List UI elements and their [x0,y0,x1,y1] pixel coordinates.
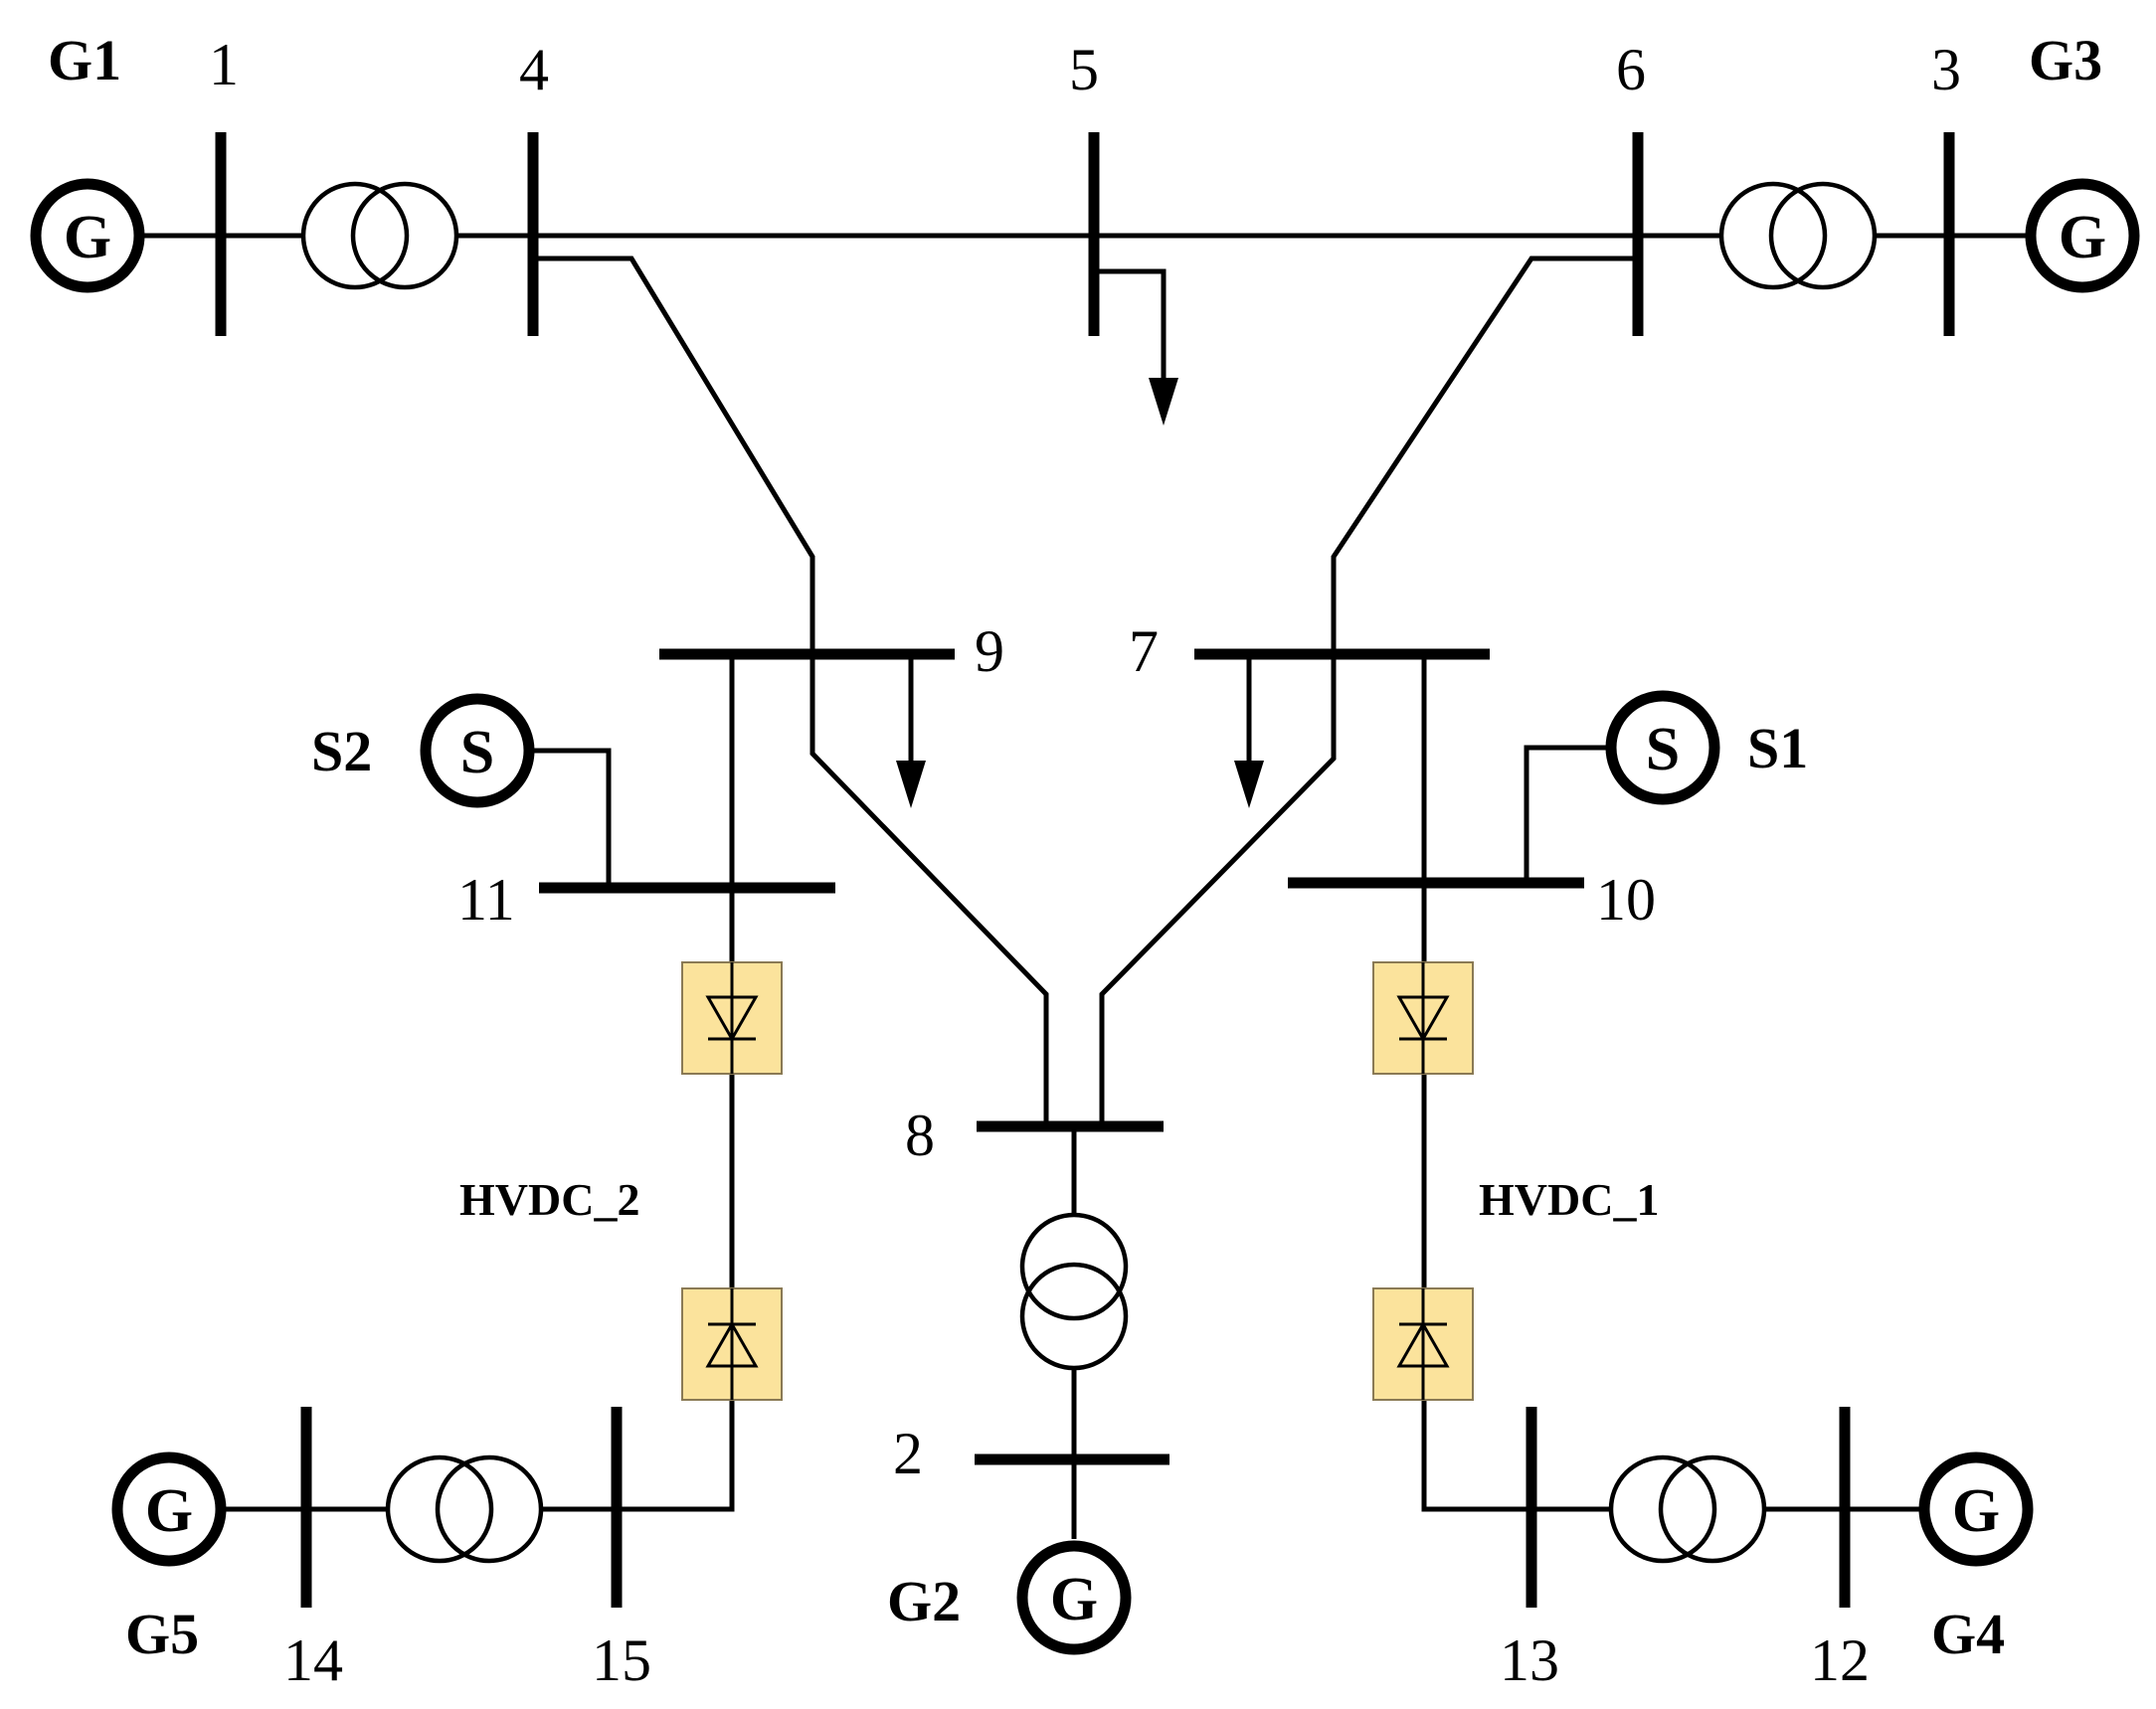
label-bus-1: 1 [209,32,239,97]
label-bus-13: 13 [1500,1627,1559,1693]
generator-g3-symbol: G [2059,204,2106,271]
transformer-1-4 [300,181,459,290]
transformer-14-15 [385,1454,544,1564]
label-g5: G5 [125,1602,199,1666]
label-bus-2: 2 [893,1421,923,1486]
line-6-7-8 [1099,256,1638,1126]
label-g1: G1 [48,28,121,92]
generator-g1-symbol: G [64,204,111,271]
source-s2-symbol: S [460,719,494,786]
label-bus-9: 9 [975,618,1004,684]
label-bus-3: 3 [1931,37,1961,102]
source-s1: S [1605,690,1720,805]
label-hvdc-1: HVDC_1 [1479,1174,1659,1225]
line-4-9-8 [533,256,1049,1126]
generator-g3: G [2025,178,2140,293]
label-bus-7: 7 [1129,618,1159,684]
label-bus-8: 8 [905,1103,935,1168]
hvdc-1-line [1421,883,1531,1512]
converter-hvdc2-top [681,961,783,1075]
label-bus-5: 5 [1069,37,1099,102]
label-g4: G4 [1931,1602,2005,1666]
transformer-8-2 [1019,1212,1129,1371]
transformer-13-12 [1608,1454,1767,1564]
source-s2: S [420,693,535,808]
converter-hvdc1-bottom [1372,1287,1474,1401]
label-g3: G3 [2029,28,2102,92]
generator-g5-symbol: G [145,1477,193,1545]
label-bus-6: 6 [1616,37,1646,102]
converter-hvdc1-top [1372,961,1474,1075]
label-bus-4: 4 [519,37,549,102]
load-bus-9 [896,654,926,808]
label-g2: G2 [887,1569,961,1633]
generator-g1: G [30,178,145,293]
label-bus-15: 15 [592,1627,651,1693]
generator-g2-symbol: G [1050,1566,1098,1633]
label-s2: S2 [311,719,372,783]
generator-g4-symbol: G [1952,1477,2000,1545]
label-bus-10: 10 [1596,867,1656,933]
transformer-6-3 [1718,181,1878,290]
source-s1-symbol: S [1646,716,1680,783]
converter-hvdc2-bottom [681,1287,783,1401]
label-s1: S1 [1747,716,1808,780]
label-bus-12: 12 [1810,1627,1870,1693]
label-hvdc-2: HVDC_2 [459,1174,639,1225]
line-s2-11 [529,748,612,888]
generator-g2: G [1016,1540,1132,1655]
load-bus-7 [1234,654,1264,808]
label-bus-11: 11 [457,867,515,933]
load-bus-5 [1094,268,1178,426]
generator-g4: G [1918,1452,2034,1567]
label-bus-14: 14 [283,1627,343,1693]
generator-g5: G [111,1452,227,1567]
line-s1-10 [1524,745,1611,883]
